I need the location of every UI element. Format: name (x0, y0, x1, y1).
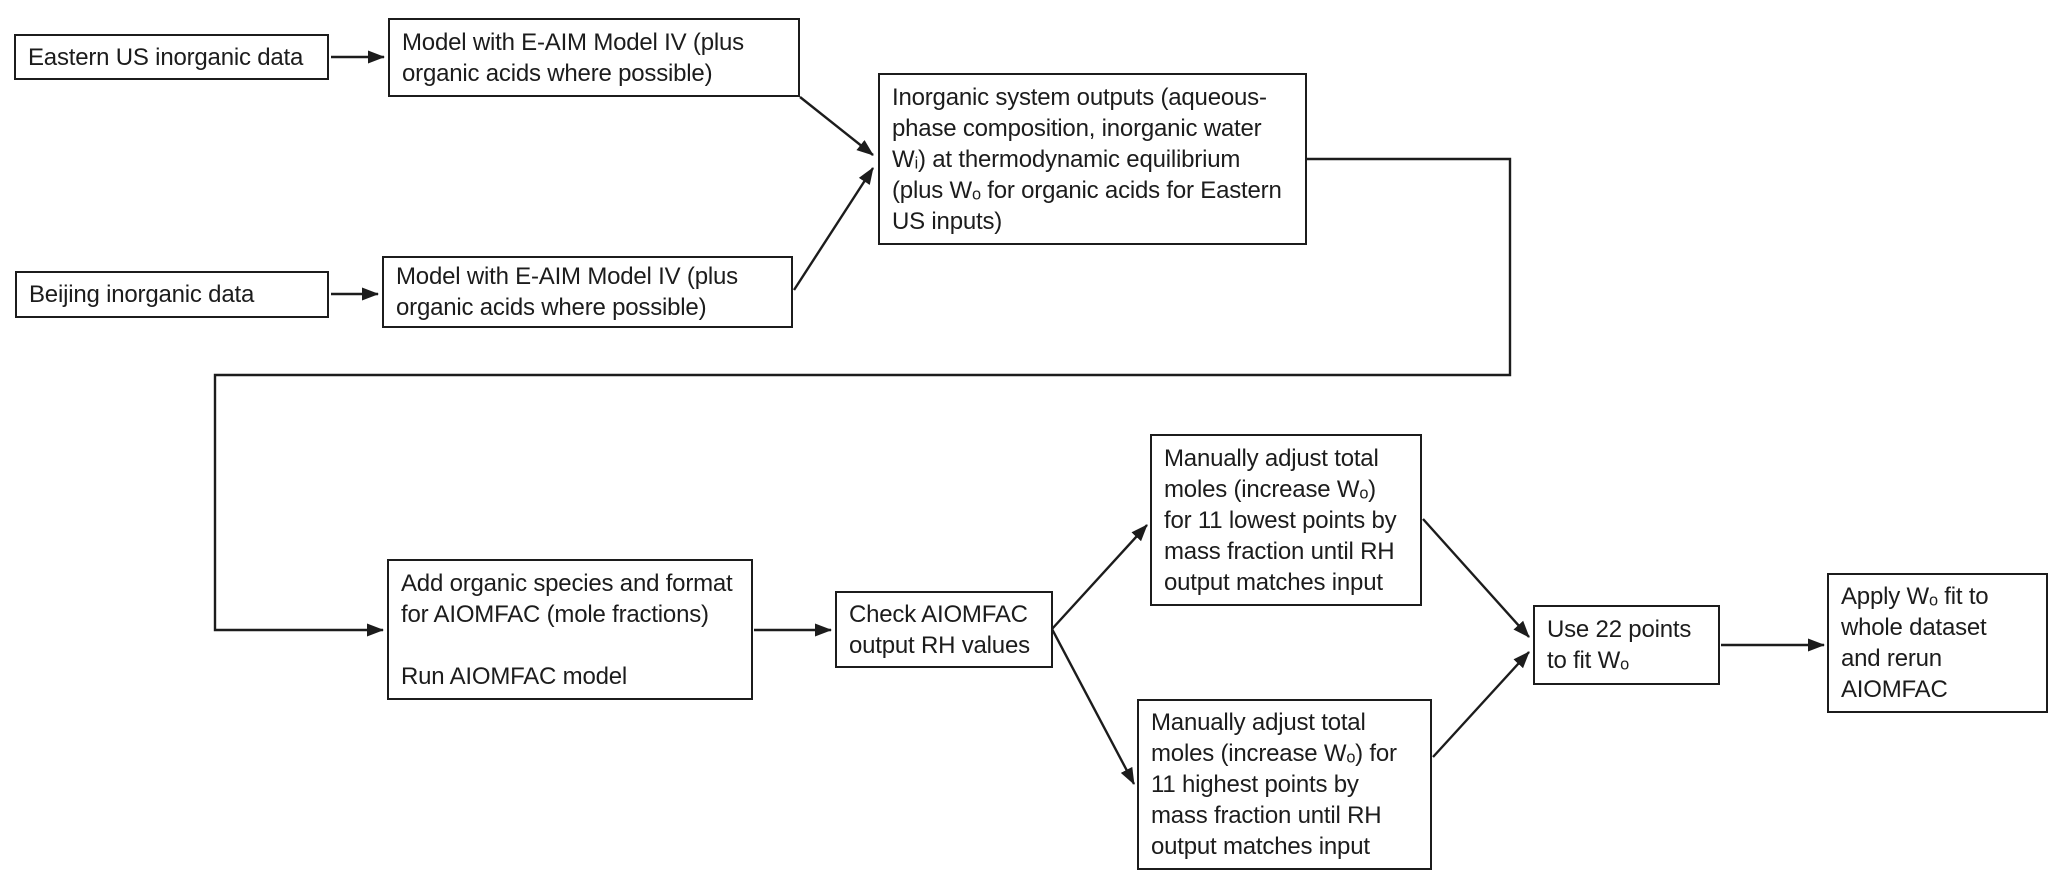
node-adjust-lowest-points-label: Manually adjust total moles (increase Wₒ… (1164, 444, 1397, 596)
node-check-aiomfac-rh: Check AIOMFAC output RH values (835, 591, 1053, 668)
node-eastern-us-data: Eastern US inorganic data (14, 34, 329, 80)
node-eastern-us-data-label: Eastern US inorganic data (28, 43, 304, 71)
node-adjust-highest-points: Manually adjust total moles (increase Wₒ… (1137, 699, 1432, 870)
arrow-check-to-lowest (1051, 524, 1148, 630)
arrow-highest-to-use22 (1432, 651, 1530, 758)
node-add-organic-species-label: Add organic species and format for AIOMF… (401, 569, 733, 690)
arrow-lowest-to-use22 (1422, 518, 1530, 638)
node-apply-fit: Apply Wₒ fit to whole dataset and rerun … (1827, 573, 2048, 713)
node-use-22-points-label: Use 22 points to fit Wₒ (1547, 616, 1692, 674)
node-inorganic-outputs-label: Inorganic system outputs (aqueous- phase… (892, 83, 1282, 235)
node-inorganic-outputs: Inorganic system outputs (aqueous- phase… (878, 73, 1307, 245)
node-adjust-lowest-points: Manually adjust total moles (increase Wₒ… (1150, 434, 1422, 606)
node-beijing-data: Beijing inorganic data (15, 271, 329, 318)
node-model-eaim-beijing: Model with E-AIM Model IV (plus organic … (382, 256, 793, 328)
node-model-eaim-beijing-label: Model with E-AIM Model IV (plus organic … (396, 263, 738, 321)
node-apply-fit-label: Apply Wₒ fit to whole dataset and rerun … (1841, 583, 1989, 703)
arrow-outputs-to-addorganic (213, 157, 1512, 637)
arrow-model2-to-outputs (792, 167, 875, 291)
arrow-check-to-highest (1050, 628, 1136, 785)
node-beijing-data-label: Beijing inorganic data (29, 281, 255, 308)
node-model-eaim-eastern: Model with E-AIM Model IV (plus organic … (388, 18, 800, 97)
node-model-eaim-eastern-label: Model with E-AIM Model IV (plus organic … (402, 28, 744, 87)
node-use-22-points: Use 22 points to fit Wₒ (1533, 605, 1720, 685)
node-check-aiomfac-rh-label: Check AIOMFAC output RH values (849, 600, 1030, 659)
node-add-organic-species: Add organic species and format for AIOMF… (387, 559, 753, 700)
node-adjust-highest-points-label: Manually adjust total moles (increase Wₒ… (1151, 709, 1397, 860)
arrow-model1-to-outputs (799, 96, 874, 156)
